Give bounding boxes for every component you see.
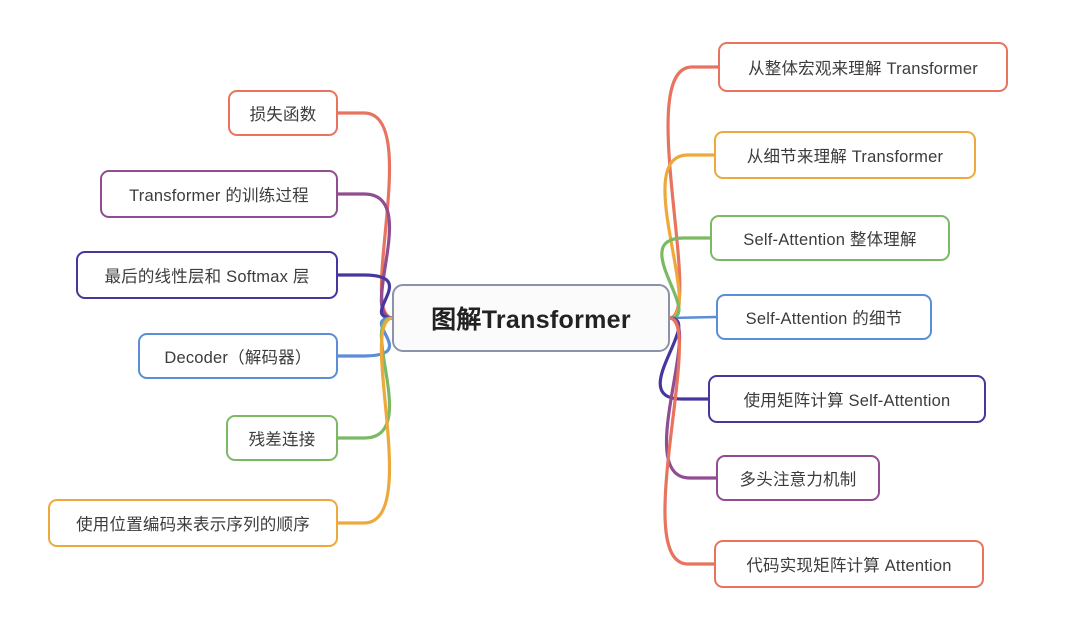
topic-node-left-6[interactable]: 使用位置编码来表示序列的顺序 (48, 499, 338, 547)
topic-node-right-2[interactable]: 从细节来理解 Transformer (714, 131, 976, 179)
connector-left (336, 316, 394, 525)
topic-node-right-1[interactable]: 从整体宏观来理解 Transformer (718, 42, 1008, 92)
connector-left (336, 316, 394, 358)
connector-left (336, 273, 394, 320)
topic-node-right-5[interactable]: 使用矩阵计算 Self-Attention (708, 375, 986, 423)
topic-node-left-4[interactable]: Decoder（解码器） (138, 333, 338, 379)
connector-right (663, 316, 716, 566)
topic-node-left-1[interactable]: 损失函数 (228, 90, 338, 136)
topic-node-right-3[interactable]: Self-Attention 整体理解 (710, 215, 950, 261)
connector-right (668, 315, 718, 320)
center-node[interactable]: 图解Transformer (392, 284, 670, 352)
connector-left (336, 316, 394, 440)
topic-node-right-6[interactable]: 多头注意力机制 (716, 455, 880, 501)
connector-left (336, 192, 394, 320)
topic-node-right-4[interactable]: Self-Attention 的细节 (716, 294, 932, 340)
topic-node-left-5[interactable]: 残差连接 (226, 415, 338, 461)
topic-node-left-3[interactable]: 最后的线性层和 Softmax 层 (76, 251, 338, 299)
connector-left (336, 111, 394, 320)
topic-node-left-2[interactable]: Transformer 的训练过程 (100, 170, 338, 218)
connector-right (666, 65, 720, 320)
connector-right (663, 153, 716, 320)
topic-node-right-7[interactable]: 代码实现矩阵计算 Attention (714, 540, 984, 588)
